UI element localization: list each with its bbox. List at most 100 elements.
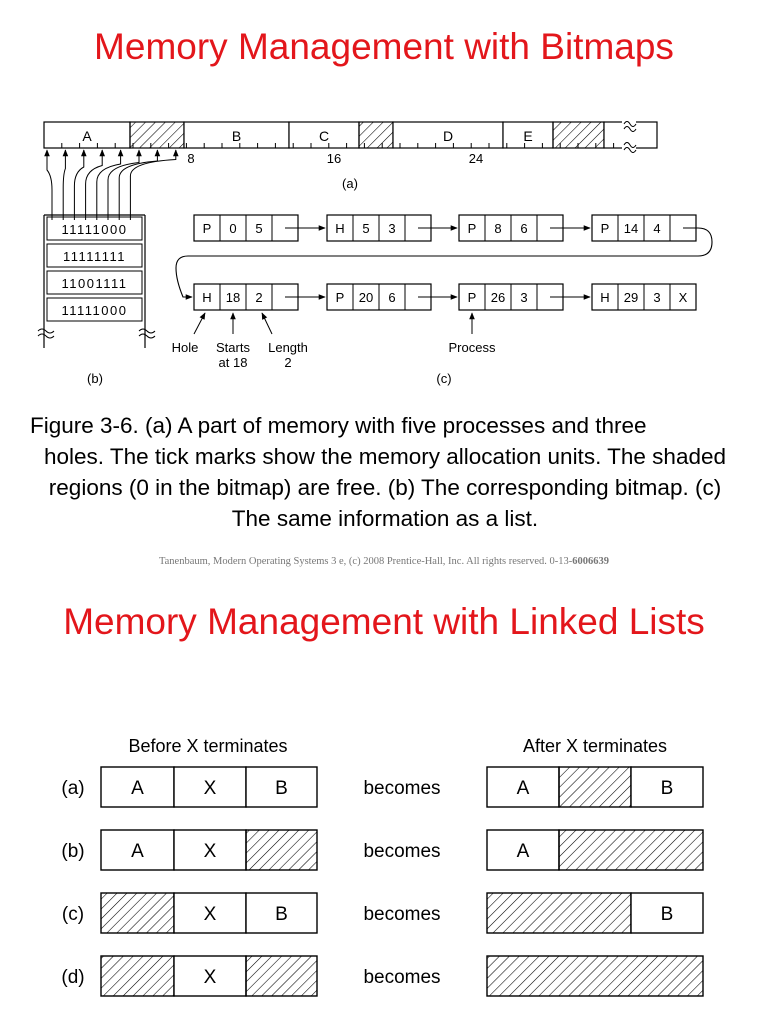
before-block-label: B <box>275 778 288 799</box>
node-start: 8 <box>494 221 501 236</box>
after-header: After X terminates <box>523 736 667 756</box>
bitmap-break-left <box>37 328 55 339</box>
caption-line-1: Figure 3-6. (a) A part of memory with fi… <box>30 413 647 438</box>
case-label: (c) <box>62 904 84 925</box>
before-block-label: X <box>204 778 217 799</box>
bitmap-row <box>46 270 143 295</box>
becomes-label: becomes <box>363 904 440 925</box>
memory-segment-label: C <box>319 128 329 144</box>
before-block <box>100 892 175 934</box>
node-type: H <box>335 221 344 236</box>
bitmap-arrow <box>44 149 53 220</box>
node-length: 2 <box>255 290 262 305</box>
after-block-label: B <box>661 778 674 799</box>
annotation-starts: Starts <box>216 340 250 355</box>
after-block <box>558 766 632 808</box>
after-block-label: A <box>517 778 530 799</box>
tick-label: 24 <box>469 151 483 166</box>
after-block <box>486 766 560 808</box>
annotation-process: Process <box>449 340 496 355</box>
slide1-title: Memory Management with Bitmaps <box>94 26 674 67</box>
annotation-starts-value: at 18 <box>219 355 248 370</box>
list-node: P 26 3 <box>458 283 564 311</box>
after-block <box>486 829 560 871</box>
becomes-label: becomes <box>363 967 440 988</box>
bitmap-arrow <box>107 149 142 220</box>
tick-label: 16 <box>327 151 341 166</box>
node-length: 3 <box>520 290 527 305</box>
memory-segment <box>392 121 504 149</box>
case-label: (a) <box>61 778 84 799</box>
credit-isbn: 6006639 <box>572 556 610 567</box>
before-block <box>173 829 247 871</box>
before-block <box>245 892 318 934</box>
after-block <box>486 892 632 934</box>
memory-segment-label: E <box>523 128 532 144</box>
slide2-title: Memory Management with Linked Lists <box>63 601 705 642</box>
case-label: (b) <box>61 841 84 862</box>
figure-caption: Figure 3-6. (a) A part of memory with fi… <box>30 410 740 534</box>
bitmap-arrow <box>129 149 179 220</box>
break-mark <box>623 142 637 148</box>
caption-rest: holes. The tick marks show the memory al… <box>44 444 726 531</box>
annotation-length: Length <box>268 340 308 355</box>
node-start: 29 <box>624 290 638 305</box>
bitmap-row <box>46 297 143 322</box>
node-end-marker: X <box>679 290 688 305</box>
before-block <box>100 829 175 871</box>
node-length: 3 <box>653 290 660 305</box>
break-mark <box>623 121 637 127</box>
becomes-label: becomes <box>363 778 440 799</box>
memory-segment <box>183 121 290 149</box>
node-length: 3 <box>388 221 395 236</box>
memory-segment <box>129 121 185 149</box>
case-label: (d) <box>61 967 84 988</box>
before-block-label: X <box>204 904 217 925</box>
diagram-label-c: (c) <box>436 371 451 386</box>
before-block <box>245 829 318 871</box>
credit-text: Tanenbaum, Modern Operating Systems 3 e,… <box>158 556 573 567</box>
before-block-label: A <box>131 778 144 799</box>
node-length: 5 <box>255 221 262 236</box>
before-block <box>245 955 318 997</box>
length-pointer <box>261 312 273 335</box>
after-block-label: B <box>661 904 674 925</box>
before-block <box>245 766 318 808</box>
annotation-length-value: 2 <box>284 355 291 370</box>
break-mark <box>623 126 637 132</box>
node-type: P <box>203 221 212 236</box>
before-block-label: A <box>131 841 144 862</box>
node-start: 18 <box>226 290 240 305</box>
bitmap-break-right <box>138 328 156 339</box>
memory-segment-label: A <box>82 128 92 144</box>
copyright-credit: Tanenbaum, Modern Operating Systems 3 e,… <box>0 556 768 567</box>
diagram-label-b: (b) <box>87 371 103 386</box>
node-start: 26 <box>491 290 505 305</box>
before-block-label: X <box>204 967 217 988</box>
node-start: 0 <box>229 221 236 236</box>
bitmap-row-bits: 11001111 <box>62 276 128 291</box>
node-type: H <box>202 290 211 305</box>
node-type: P <box>336 290 345 305</box>
node-length: 6 <box>388 290 395 305</box>
bitmap-arrow <box>62 149 69 220</box>
bitmap-arrow <box>85 149 105 220</box>
annotation-hole: Hole <box>172 340 199 355</box>
after-block-label: A <box>517 841 530 862</box>
list-node: P 0 5 <box>193 214 299 242</box>
memory-segment-label: B <box>232 128 241 144</box>
before-block-label: B <box>275 904 288 925</box>
node-length: 6 <box>520 221 527 236</box>
node-type: P <box>468 290 477 305</box>
after-block <box>486 955 704 997</box>
node-start: 14 <box>624 221 638 236</box>
